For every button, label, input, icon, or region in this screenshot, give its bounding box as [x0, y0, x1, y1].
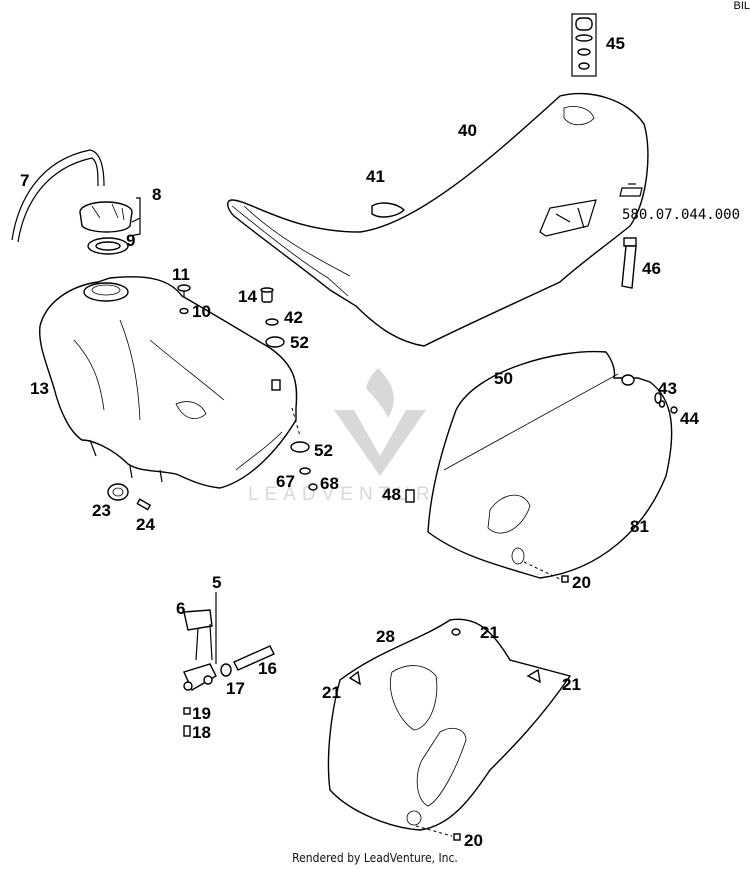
callout-20-upper: 20	[572, 573, 591, 592]
sticker-icon	[619, 183, 643, 197]
callout-17: 17	[226, 679, 245, 698]
callout-9: 9	[126, 231, 135, 250]
seat-cap-stack	[571, 13, 597, 77]
callout-21-right: 21	[562, 675, 581, 694]
callout-52-upper: 52	[290, 333, 309, 352]
tap-screws	[183, 707, 191, 737]
callout-7: 7	[20, 171, 29, 190]
leader-8-9	[129, 197, 141, 237]
fuel-tap	[183, 592, 217, 691]
side-panel-right	[405, 350, 678, 583]
callout-48: 48	[382, 485, 401, 504]
watermark-text: LEADVENTURE	[248, 484, 454, 505]
callout-20-lower: 20	[464, 831, 483, 850]
corner-label: BIL	[733, 0, 750, 12]
callout-21-left: 21	[322, 683, 341, 702]
cap-gasket	[87, 237, 129, 255]
callout-46: 46	[642, 259, 661, 278]
callout-10: 10	[192, 302, 211, 321]
callout-16: 16	[258, 659, 277, 678]
callout-68: 68	[320, 474, 339, 493]
seat	[227, 92, 649, 347]
fuel-breather-hose	[11, 149, 105, 243]
callout-5: 5	[212, 573, 221, 592]
tank-screw	[177, 284, 191, 315]
callout-28: 28	[376, 627, 395, 646]
handwritten-part-number: 580.07.044.000	[622, 207, 740, 223]
callout-19: 19	[192, 704, 211, 723]
callout-41: 41	[366, 167, 385, 186]
tap-hose	[220, 645, 275, 677]
callout-43: 43	[658, 379, 677, 398]
callout-18: 18	[192, 723, 211, 742]
footer-credit: Rendered by LeadVenture, Inc.	[292, 851, 458, 865]
callout-13: 13	[30, 379, 49, 398]
fuel-tank	[38, 276, 301, 489]
bolt-washer-stack	[260, 287, 318, 491]
callout-50: 50	[494, 369, 513, 388]
callout-21-top: 21	[480, 623, 499, 642]
callout-14: 14	[238, 287, 257, 306]
callout-44: 44	[680, 409, 699, 428]
callout-81: 81	[630, 517, 649, 536]
callout-24: 24	[136, 515, 155, 534]
seat-strap	[621, 237, 637, 289]
callout-42: 42	[284, 308, 303, 327]
callout-45: 45	[606, 34, 625, 53]
callout-23: 23	[92, 501, 111, 520]
callout-11: 11	[172, 265, 190, 284]
rubber-bushing-bolt	[107, 483, 152, 511]
callout-67: 67	[276, 472, 295, 491]
callout-6: 6	[176, 599, 185, 618]
fuel-cap	[79, 201, 133, 233]
callout-52-lower: 52	[314, 441, 333, 460]
callout-8: 8	[152, 185, 161, 204]
watermark: LEADVENTURE	[248, 368, 454, 505]
side-panel-left	[327, 618, 572, 841]
callout-40: 40	[458, 121, 477, 140]
